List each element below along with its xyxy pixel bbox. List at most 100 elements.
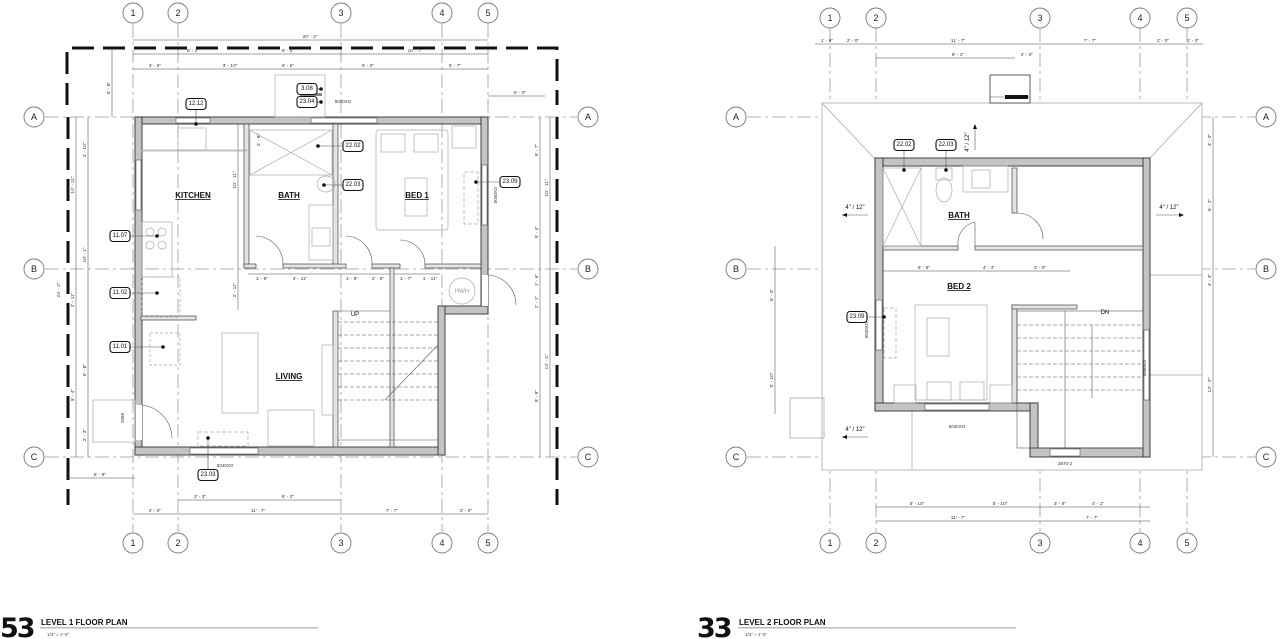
grid-bubble-circle	[23, 106, 45, 128]
dimension-label: 3' - 10"	[223, 63, 238, 69]
grid-bubble-label: B	[733, 264, 739, 274]
dimension-label: 11' - 7"	[951, 515, 966, 521]
grid-bubble-2: 2	[865, 7, 887, 29]
dimension-label: 6' - 8"	[82, 364, 88, 377]
grid-bubble-label: 3	[338, 8, 343, 18]
grid-bubble-circle	[725, 446, 747, 468]
dimension-label: 5' - 10"	[910, 501, 925, 507]
dimension-label: 5' - 7"	[534, 144, 540, 157]
dimension-label: 1' - 11"	[423, 276, 438, 282]
grid-bubble-a: A	[23, 106, 45, 128]
dimension-label: 10' - 11"	[70, 176, 76, 193]
grid-bubble-circle	[23, 258, 45, 280]
dimension-label: 5' - 8"	[94, 472, 107, 478]
grid-bubble-2: 2	[865, 532, 887, 554]
grid-bubble-circle	[1129, 532, 1151, 554]
keynote-tag-label: 22.02	[896, 142, 912, 148]
dimension-label: 1' - 6"	[534, 274, 540, 287]
grid-bubble-label: C	[733, 452, 740, 462]
keynote-tag-label: 22.03	[345, 182, 361, 188]
dimension-label: 2' - 0"	[1021, 52, 1034, 58]
title-block-level-2: 33 LEVEL 2 FLOOR PLAN 1/4" = 1'-0"	[697, 613, 1016, 639]
grid-bubble-circle	[167, 532, 189, 554]
dimension-label: 9' - 9"	[534, 390, 540, 403]
dimension-label: 5' - 0"	[514, 90, 527, 96]
grid-bubble-label: 1	[827, 538, 832, 548]
keynote-tag-label: 23.09	[849, 314, 865, 320]
grid-bubble-label: 4	[439, 538, 444, 548]
grid-bubble-b: B	[1255, 258, 1277, 280]
window-label: 5040XO	[949, 424, 966, 429]
stair-down-label: DN	[1101, 310, 1110, 316]
grid-bubble-label: 5	[1184, 13, 1189, 23]
dimension-label: 2' - 11"	[232, 282, 238, 297]
dimension-label: 5' - 7"	[449, 63, 462, 69]
window-label: 2068	[120, 412, 125, 423]
drawing-number: 53	[0, 613, 34, 639]
grid-bubble-circle	[1255, 446, 1277, 468]
drawing-title: LEVEL 1 FLOOR PLAN	[41, 618, 128, 627]
dimension-label: 4' - 10"	[82, 142, 88, 157]
grid-bubble-4: 4	[1129, 7, 1151, 29]
grid-bubble-label: 2	[175, 538, 180, 548]
dimension-label: 4' - 4"	[983, 265, 996, 271]
keynote-tag: 22.03	[935, 138, 957, 172]
grid-bubble-b: B	[23, 258, 45, 280]
level-1-floor-plan: KITCHEN BATH BED 1 LIVING UP HWH 12.123.…	[0, 2, 599, 639]
water-heater-label: HWH	[455, 289, 469, 295]
room-label-bath: BATH	[948, 211, 970, 220]
room-label-kitchen: KITCHEN	[175, 191, 211, 200]
dimension-label: 2' - 9"	[256, 134, 262, 147]
furniture	[882, 165, 1013, 404]
keynote-tag-label: 11.01	[113, 344, 128, 350]
keynote-tag: 22.02	[893, 138, 915, 172]
dimension-label: 1' - 7"	[400, 276, 413, 282]
dimension-label: 3' - 6"	[1054, 501, 1067, 507]
grid-bubble-label: 2	[873, 13, 878, 23]
grid-bubble-circle	[477, 2, 499, 24]
dimension-labels: 1' - 6"2' - 0"11' - 7"7' - 7"2' - 0"1' -…	[769, 38, 1213, 521]
keynote-tag: 23.09	[846, 310, 886, 324]
grid-bubble-label: B	[585, 264, 591, 274]
grid-bubble-label: 2	[873, 538, 878, 548]
grid-bubble-circle	[431, 532, 453, 554]
dimension-label: 1' - 6"	[821, 38, 834, 44]
dimension-label: 4' - 5"	[149, 63, 162, 69]
keynote-tag-label: 11.02	[113, 290, 128, 296]
dimension-label: 8' - 2"	[187, 48, 200, 54]
grid-bubble-circle	[725, 106, 747, 128]
stair	[338, 310, 439, 441]
dimension-label: 2' - 0"	[1157, 38, 1170, 44]
grid-bubble-circle	[477, 532, 499, 554]
grid-bubble-3: 3	[330, 2, 352, 24]
keynote-tag-label: 11.07	[113, 233, 128, 239]
dimension-label: 5' - 4"	[534, 226, 540, 239]
grid-bubble-label: 4	[1137, 538, 1142, 548]
roof-slope-label: 4" / 12"	[965, 132, 971, 151]
grid-bubble-c: C	[577, 446, 599, 468]
grid-bubble-circle	[865, 532, 887, 554]
grid-bubble-label: A	[1263, 112, 1269, 122]
grid-bubble-3: 3	[1029, 7, 1051, 29]
keynote-tag: 22.03	[322, 178, 364, 192]
grid-bubble-label: C	[585, 452, 592, 462]
drawing-number: 33	[697, 613, 731, 639]
dimension-label: 2' - 3"	[82, 429, 88, 442]
dimension-label: 2' - 0"	[460, 508, 473, 514]
stair-up-label: UP	[351, 312, 359, 318]
keynote-tag: 23.03	[197, 436, 219, 482]
dimension-label: 1' - 6"	[256, 276, 269, 282]
grid-bubble-4: 4	[431, 532, 453, 554]
grid-bubble-circle	[122, 2, 144, 24]
grid-bubble-label: 5	[485, 538, 490, 548]
dimension-label: 8' - 1"	[952, 52, 965, 58]
dimension-label: 6' - 2"	[1207, 199, 1213, 212]
keynote-tag: 23.09	[474, 175, 521, 189]
keynote-tag-label: 23.04	[299, 99, 315, 105]
drawing-scale: 1/4" = 1'-0"	[47, 632, 69, 637]
dimension-label: 2' - 1"	[534, 296, 540, 309]
dimension-label: 9' - 4"	[70, 389, 76, 402]
